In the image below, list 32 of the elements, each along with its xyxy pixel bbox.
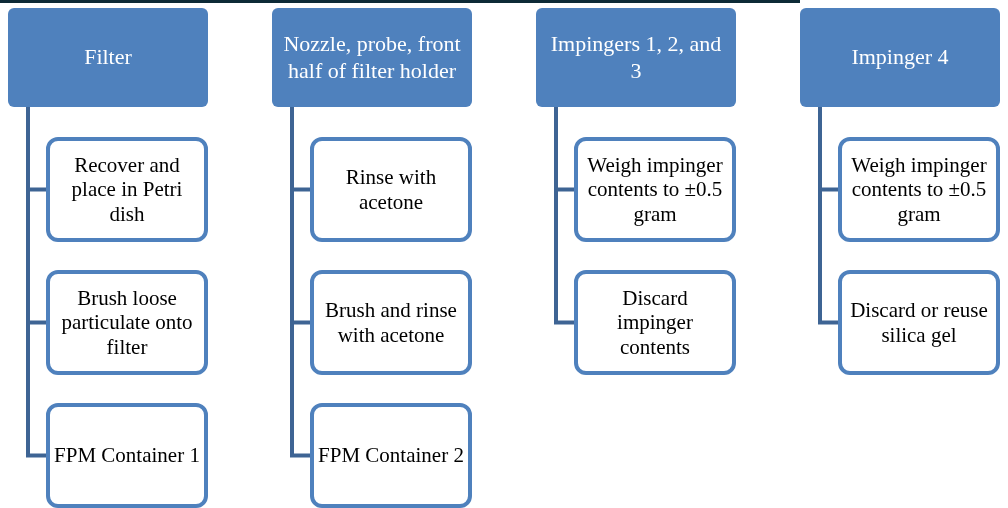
step-box: [46, 270, 208, 375]
step-box: [838, 270, 1000, 375]
category-label: Impinger 4: [851, 44, 949, 71]
category-box: [272, 8, 472, 107]
connector-line: [818, 107, 838, 325]
step-label: Weigh impinger contents to ±0.5 gram: [850, 153, 988, 226]
step-label: Rinse with acetone: [344, 165, 438, 214]
category-label: Impingers 1, 2, and 3: [549, 31, 723, 84]
category-label: Nozzle, probe, front half of filter holder: [282, 31, 462, 84]
step-box: [574, 270, 736, 375]
step-box: [574, 137, 736, 242]
connector-line: [554, 107, 574, 325]
step-label: Discard or reuse silica gel: [849, 298, 989, 347]
step-label: Brush and rinse with acetone: [324, 298, 458, 347]
category-box: [8, 8, 208, 107]
step-box: [310, 270, 472, 375]
step-box: [46, 403, 208, 508]
step-label: Weigh impinger contents to ±0.5 gram: [586, 153, 724, 226]
connector-line: [26, 107, 46, 458]
step-label: FPM Container 2: [318, 443, 464, 468]
step-label: Recover and place in Petri dish: [70, 153, 184, 226]
step-label: FPM Container 1: [54, 443, 200, 468]
step-box: [838, 137, 1000, 242]
connector-line: [290, 107, 310, 458]
step-box: [310, 137, 472, 242]
step-label: Brush loose particulate onto filter: [60, 286, 194, 359]
step-box: [310, 403, 472, 508]
category-box: [800, 8, 1000, 107]
category-box: [536, 8, 736, 107]
step-box: [46, 137, 208, 242]
category-label: Filter: [84, 44, 132, 71]
step-label: Discard impinger contents: [616, 286, 694, 359]
